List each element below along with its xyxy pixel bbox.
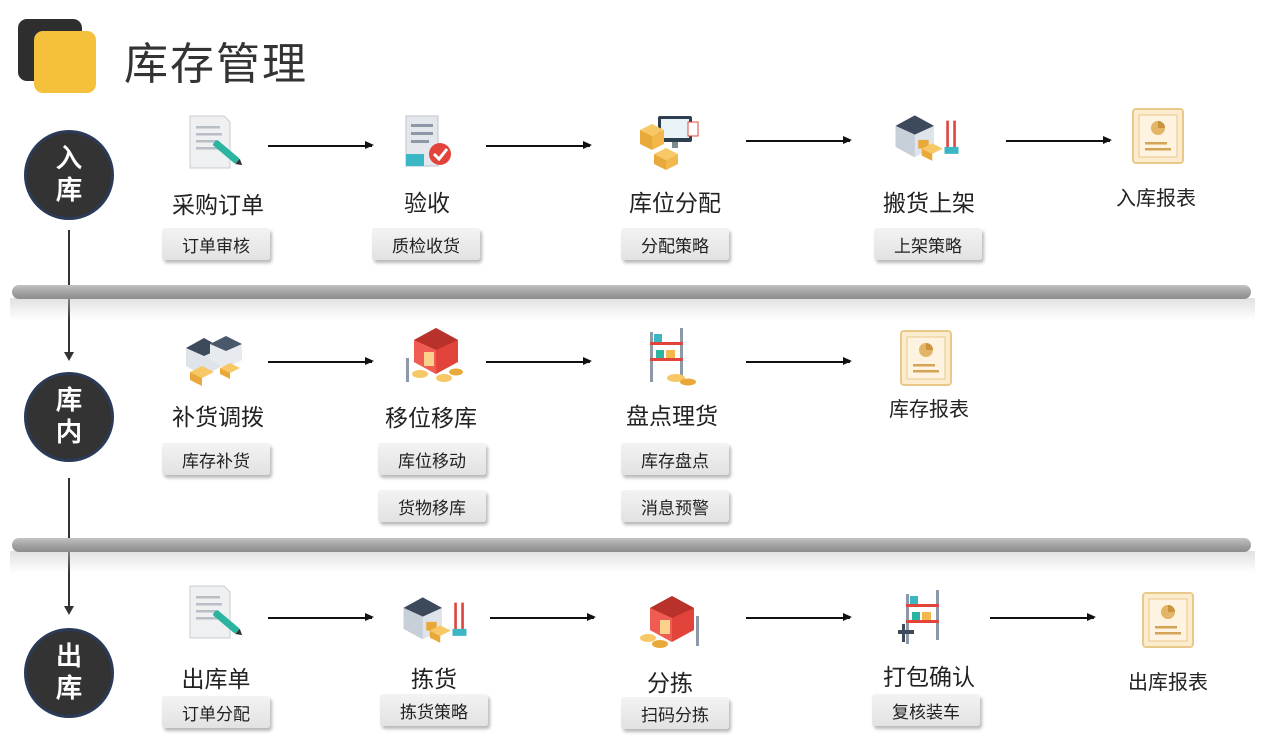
step-label: 补货调拨 bbox=[172, 405, 264, 431]
warehouse-forklift-icon bbox=[895, 115, 959, 161]
flow-arrow bbox=[746, 614, 852, 620]
section-divider bbox=[12, 538, 1251, 552]
tag-chip[interactable]: 上架策略 bbox=[874, 228, 982, 260]
step-label: 打包确认 bbox=[883, 665, 975, 691]
phase-outbound: 出 库 bbox=[24, 628, 114, 718]
document-check-icon bbox=[405, 115, 451, 167]
warehouse-transfer-icon bbox=[186, 336, 242, 386]
step-label: 采购订单 bbox=[172, 193, 264, 219]
step-label: 出库单 bbox=[181, 667, 251, 693]
report-label: 入库报表 bbox=[1116, 186, 1196, 210]
tag-chip[interactable]: 订单分配 bbox=[162, 696, 270, 728]
step-label: 拣货 bbox=[411, 667, 457, 693]
tag-chip[interactable]: 货物移库 bbox=[378, 490, 486, 522]
step-label: 库位分配 bbox=[629, 191, 721, 217]
tag-chip[interactable]: 复核装车 bbox=[872, 694, 980, 726]
step-label: 搬货上架 bbox=[883, 191, 975, 217]
phase-outbound-line1: 出 bbox=[55, 642, 82, 672]
step-label: 验收 bbox=[404, 191, 450, 217]
phase-connector-arrowhead bbox=[64, 352, 74, 361]
report-icon bbox=[900, 330, 952, 386]
tag-chip[interactable]: 消息预警 bbox=[621, 490, 729, 522]
report-icon bbox=[1142, 592, 1194, 648]
warehouse-red-icon bbox=[406, 328, 463, 382]
tag-chip[interactable]: 扫码分拣 bbox=[621, 697, 729, 729]
tag-chip[interactable]: 分配策略 bbox=[621, 228, 729, 260]
flow-arrow bbox=[486, 142, 592, 148]
tag-chip[interactable]: 库存盘点 bbox=[621, 443, 729, 475]
section-divider bbox=[12, 285, 1251, 299]
report-label: 库存报表 bbox=[889, 397, 969, 421]
flow-arrow bbox=[490, 614, 596, 620]
flow-arrow bbox=[1006, 137, 1112, 143]
phase-inbound-line2: 库 bbox=[55, 176, 82, 206]
tag-chip[interactable]: 拣货策略 bbox=[380, 694, 488, 726]
step-label: 分拣 bbox=[647, 671, 693, 697]
phase-inbound: 入 库 bbox=[24, 130, 114, 220]
step-label: 移位移库 bbox=[385, 406, 477, 432]
flow-arrow bbox=[746, 137, 852, 143]
phase-connector-arrowhead bbox=[64, 606, 74, 615]
phase-inbound-line1: 入 bbox=[55, 144, 82, 174]
phase-internal: 库 内 bbox=[24, 372, 114, 462]
phase-internal-line1: 库 bbox=[55, 386, 82, 416]
document-pen-icon bbox=[189, 115, 243, 169]
warehouse-red-icon bbox=[640, 596, 699, 648]
divider-shadow bbox=[10, 298, 1255, 320]
flow-arrow bbox=[746, 358, 852, 364]
logo-front-square bbox=[34, 31, 96, 93]
report-icon bbox=[1132, 108, 1184, 164]
tag-chip[interactable]: 库位移动 bbox=[378, 443, 486, 475]
document-pen-icon bbox=[189, 585, 243, 639]
shelf-rack-icon bbox=[650, 328, 696, 386]
monitor-boxes-icon bbox=[640, 116, 699, 170]
tag-chip[interactable]: 订单审核 bbox=[162, 228, 270, 260]
flow-arrow bbox=[486, 358, 592, 364]
flow-arrow bbox=[268, 614, 374, 620]
tag-chip[interactable]: 库存补货 bbox=[162, 443, 270, 475]
flow-arrow bbox=[990, 614, 1096, 620]
tag-chip[interactable]: 质检收货 bbox=[372, 228, 480, 260]
warehouse-forklift-icon bbox=[403, 597, 467, 643]
flow-arrow bbox=[268, 358, 374, 364]
phase-internal-line2: 内 bbox=[55, 418, 82, 448]
report-label: 出库报表 bbox=[1128, 670, 1208, 694]
divider-shadow bbox=[10, 551, 1255, 573]
phase-outbound-line2: 库 bbox=[55, 674, 82, 704]
page-title: 库存管理 bbox=[124, 39, 308, 90]
step-label: 盘点理货 bbox=[626, 404, 718, 430]
flow-arrow bbox=[268, 142, 374, 148]
shelf-rack-icon bbox=[898, 590, 939, 644]
